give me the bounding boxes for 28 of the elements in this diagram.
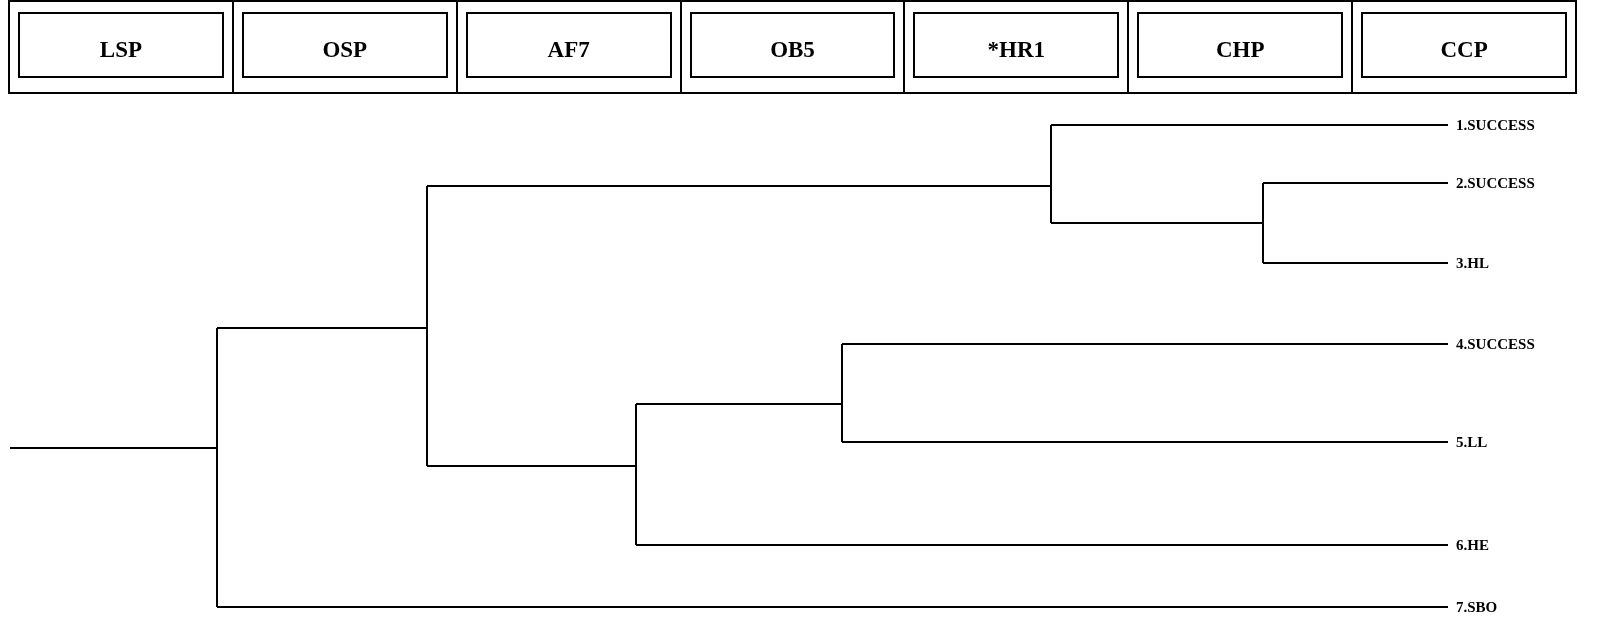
leaf-label: 4.SUCCESS [1456, 335, 1535, 353]
header-label: OSP [322, 36, 368, 63]
header-label: CHP [1215, 36, 1265, 63]
leaf-label: 1.SUCCESS [1456, 116, 1535, 134]
header-box [18, 12, 224, 78]
leaf-label: 7.SBO [1456, 598, 1498, 616]
leaf-label: 3.HL [1456, 254, 1489, 272]
branch-line [1050, 124, 1449, 126]
branch-line [216, 606, 1449, 608]
branch-line [1262, 182, 1449, 184]
branch-line [635, 544, 1449, 546]
header-label: CCP [1440, 36, 1488, 63]
header-label: OB5 [770, 36, 815, 63]
header-label: *HR1 [987, 36, 1046, 63]
leaf-label: 5.LL [1456, 433, 1488, 451]
header-box [1361, 12, 1567, 78]
header-box [689, 12, 896, 78]
branch-line [1262, 262, 1449, 264]
header-box [241, 12, 448, 78]
header-box [1137, 12, 1344, 78]
header-box [913, 12, 1120, 78]
leaf-label: 2.SUCCESS [1456, 174, 1535, 192]
header-box [465, 12, 672, 78]
branch-line [841, 343, 1449, 345]
leaf-label: 6.HE [1456, 536, 1489, 554]
branch-line [841, 441, 1449, 443]
header-label: LSP [99, 36, 142, 63]
header-label: AF7 [547, 36, 590, 63]
